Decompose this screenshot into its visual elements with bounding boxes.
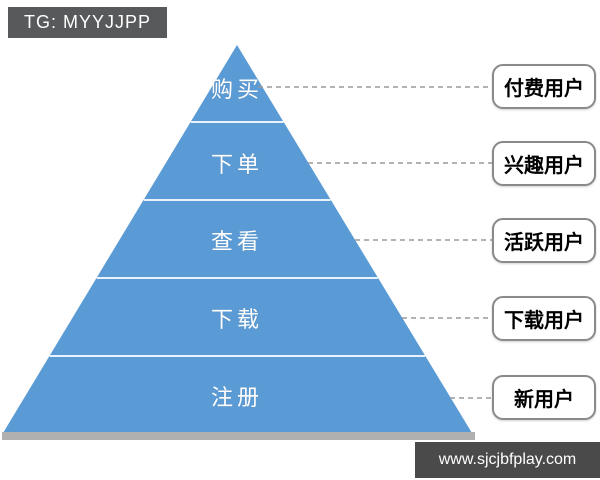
user-box-downloader: 下载用户 (492, 296, 596, 341)
pyramid-shape (3, 45, 472, 433)
site-watermark: www.sjcjbfplay.com (415, 442, 600, 478)
user-box-interested: 兴趣用户 (492, 141, 596, 186)
user-box-new: 新用户 (492, 375, 596, 420)
stage-label-download: 下载 (210, 307, 264, 332)
user-box-active: 活跃用户 (492, 218, 596, 263)
stage-label-register: 注册 (210, 385, 264, 410)
stage-label-purchase: 购买 (210, 77, 264, 102)
stage-label-view: 查看 (210, 229, 264, 254)
stage-label-order: 下单 (210, 152, 264, 177)
user-box-paying: 付费用户 (492, 64, 596, 109)
tg-badge: TG: MYYJJPP (8, 7, 168, 38)
pyramid-base-shadow (2, 432, 475, 440)
